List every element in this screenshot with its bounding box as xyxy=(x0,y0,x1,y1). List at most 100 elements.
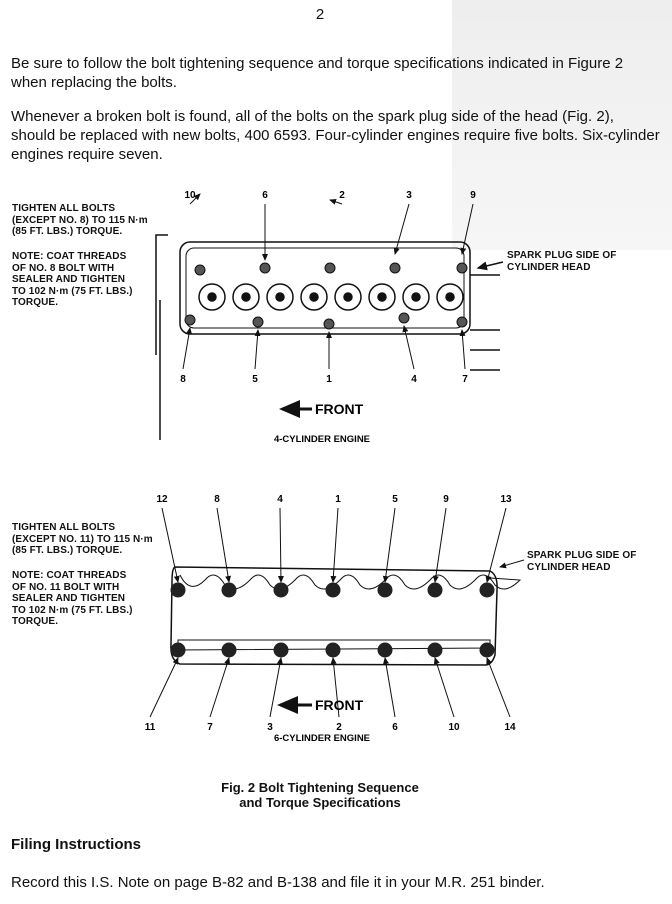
note-line: CYLINDER HEAD xyxy=(527,561,611,573)
bolt-head-icon xyxy=(323,318,335,330)
bolt-number-label: 7 xyxy=(462,374,468,385)
callout-arrow xyxy=(182,327,192,370)
paragraph-figure-reference: Be sure to follow the bolt tightening se… xyxy=(11,55,624,91)
valve-stem-icon xyxy=(275,292,285,302)
bolt-head-icon xyxy=(194,264,206,276)
four-cylinder-head-drawing xyxy=(155,234,504,440)
valve-stem-icon xyxy=(241,292,251,302)
callout-arrow xyxy=(330,657,340,718)
callout-arrow xyxy=(329,199,343,205)
bolt-head-icon xyxy=(252,316,264,328)
bolt-marker xyxy=(479,642,495,658)
six-cyl-tighten-note: TIGHTEN ALL BOLTS (EXCEPT NO. 11) TO 115… xyxy=(12,522,153,557)
note-line: (EXCEPT NO. 11) TO 115 N·m xyxy=(12,533,153,545)
bolt-number-label: 2 xyxy=(336,722,342,733)
callout-arrow xyxy=(383,657,396,718)
six-cyl-spark-plug-label: SPARK PLUG SIDE OF CYLINDER HEAD xyxy=(527,550,636,573)
valve-stem-icon xyxy=(309,292,319,302)
valve-stem-icon xyxy=(411,292,421,302)
note-line: SEALER AND TIGHTEN xyxy=(12,274,126,285)
paragraph-broken-bolt: Whenever a broken bolt is found, all of … xyxy=(11,108,660,163)
valve-spring-icon xyxy=(232,283,260,311)
callout-arrow xyxy=(161,507,180,583)
valve-spring-icon xyxy=(402,283,430,311)
bolt-number-label: 6 xyxy=(392,722,398,733)
six-cyl-title: 6-CYLINDER ENGINE xyxy=(274,733,370,744)
callout-arrow xyxy=(254,329,261,370)
bolt-marker xyxy=(170,582,186,598)
four-cyl-coat-note: NOTE: COAT THREADS OF NO. 8 BOLT WITH SE… xyxy=(12,251,133,309)
bolt-number-label: 12 xyxy=(156,494,168,505)
bolt-head-icon xyxy=(456,316,468,328)
valve-stem-icon xyxy=(207,292,217,302)
note-line: OF NO. 11 BOLT WITH xyxy=(12,581,120,593)
callout-arrow xyxy=(330,507,339,583)
note-line: SPARK PLUG SIDE OF xyxy=(527,550,637,561)
callout-arrow xyxy=(149,657,179,718)
valve-stem-icon xyxy=(377,292,387,302)
bolt-number-label: 10 xyxy=(184,190,196,201)
caption-line: and Torque Specifications xyxy=(239,795,401,810)
page-number: 2 xyxy=(315,6,325,23)
callout-arrow xyxy=(460,203,474,255)
bolt-number-label: 1 xyxy=(326,374,332,385)
callout-arrow xyxy=(433,657,455,718)
figure-caption: Fig. 2 Bolt Tightening Sequence and Torq… xyxy=(0,780,640,810)
bolt-number-label: 8 xyxy=(214,494,220,505)
callout-arrow xyxy=(393,203,410,255)
front-label: FRONT xyxy=(315,697,364,713)
bolt-marker xyxy=(377,582,393,598)
bolt-head-icon xyxy=(456,262,468,274)
bolt-head-icon xyxy=(184,314,196,326)
note-line: TO 102 N·m (75 FT. LBS.) xyxy=(12,604,133,616)
bolt-head-icon xyxy=(324,262,336,274)
valve-spring-icon xyxy=(436,283,464,311)
bolt-number-label: 13 xyxy=(500,494,512,505)
callout-arrow xyxy=(432,507,447,583)
callout-arrow xyxy=(216,507,232,583)
bolt-number-label: 2 xyxy=(339,190,345,201)
callout-arrow xyxy=(459,329,466,370)
bleed-through-background xyxy=(452,0,672,250)
bolt-number-label: 6 xyxy=(262,190,268,201)
valve-spring-icon xyxy=(198,283,226,311)
valve-spring-icon xyxy=(266,283,294,311)
callout-arrow xyxy=(209,657,231,718)
six-cyl-coat-note: NOTE: COAT THREADS OF NO. 11 BOLT WITH S… xyxy=(12,570,133,628)
callout-arrow xyxy=(402,325,415,370)
bolt-number-label: 1 xyxy=(335,494,341,505)
bolt-number-label: 3 xyxy=(406,190,412,201)
bolt-number-label: 11 xyxy=(145,722,156,733)
note-line: SEALER AND TIGHTEN xyxy=(12,593,126,604)
note-line: TIGHTEN ALL BOLTS xyxy=(12,522,116,533)
bolt-marker xyxy=(427,582,443,598)
caption-line: Fig. 2 Bolt Tightening Sequence xyxy=(221,780,419,795)
bolt-number-label: 5 xyxy=(392,494,398,505)
note-line: (85 FT. LBS.) TORQUE. xyxy=(12,545,123,556)
note-line: (EXCEPT NO. 8) TO 115 N·m xyxy=(12,214,148,226)
bolt-marker xyxy=(427,642,443,658)
note-line: TORQUE. xyxy=(12,616,59,627)
bolt-number-label: 7 xyxy=(207,722,213,733)
front-label: FRONT xyxy=(315,401,364,417)
note-line: TIGHTEN ALL BOLTS xyxy=(12,203,116,214)
bolt-marker xyxy=(325,642,341,658)
bolt-number-label: 9 xyxy=(443,494,449,505)
four-cyl-spark-plug-label: SPARK PLUG SIDE OF CYLINDER HEAD xyxy=(507,250,616,273)
bolt-number-label: 4 xyxy=(411,374,417,385)
callout-arrow xyxy=(269,657,283,718)
callout-arrow xyxy=(189,193,201,205)
callout-arrow xyxy=(485,507,507,583)
bolt-marker xyxy=(325,582,341,598)
note-line: NOTE: COAT THREADS xyxy=(12,570,127,581)
valve-spring-icon xyxy=(368,283,396,311)
bolt-marker xyxy=(479,582,495,598)
bolt-marker xyxy=(170,642,186,658)
filing-instructions-text: Record this I.S. Note on page B-82 and B… xyxy=(11,874,545,891)
bolt-number-label: 9 xyxy=(470,190,476,201)
bolt-marker xyxy=(221,582,237,598)
note-line: TORQUE. xyxy=(12,297,59,308)
note-line: TO 102 N·m (75 FT. LBS.) xyxy=(12,285,133,297)
bolt-marker xyxy=(377,642,393,658)
